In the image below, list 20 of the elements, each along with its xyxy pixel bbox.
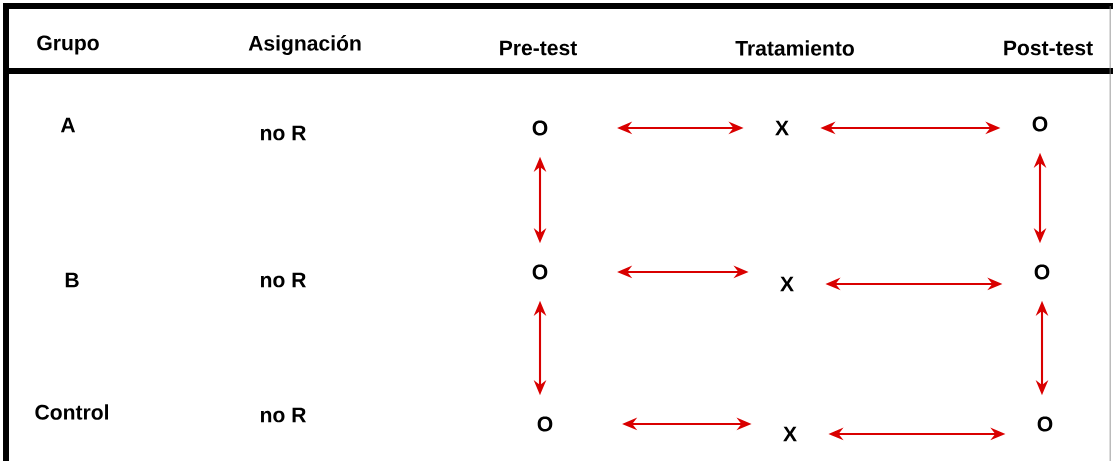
label-text: B <box>65 272 79 288</box>
symbol-text: O <box>532 120 548 136</box>
symbol-text: O <box>1037 416 1053 432</box>
label-text: Tratamiento <box>735 40 854 56</box>
label-text: Control <box>35 404 108 420</box>
symbol-text: O <box>1032 116 1048 132</box>
label-text: Post-test <box>1004 40 1093 56</box>
label-text: Pre-test <box>500 40 577 56</box>
symbol-text: O <box>537 416 553 432</box>
symbol-text: X <box>783 426 797 442</box>
label-text: Asignación <box>248 35 361 55</box>
symbol-text: X <box>780 276 794 292</box>
label-text: no R <box>260 125 306 141</box>
label-text: Grupo <box>37 35 99 55</box>
label-text: A <box>60 117 76 133</box>
symbol-text: X <box>775 120 789 136</box>
symbol-text: O <box>532 264 548 280</box>
label-text: no R <box>260 407 306 423</box>
label-text: no R <box>260 272 306 288</box>
symbol-text: O <box>1034 264 1050 280</box>
